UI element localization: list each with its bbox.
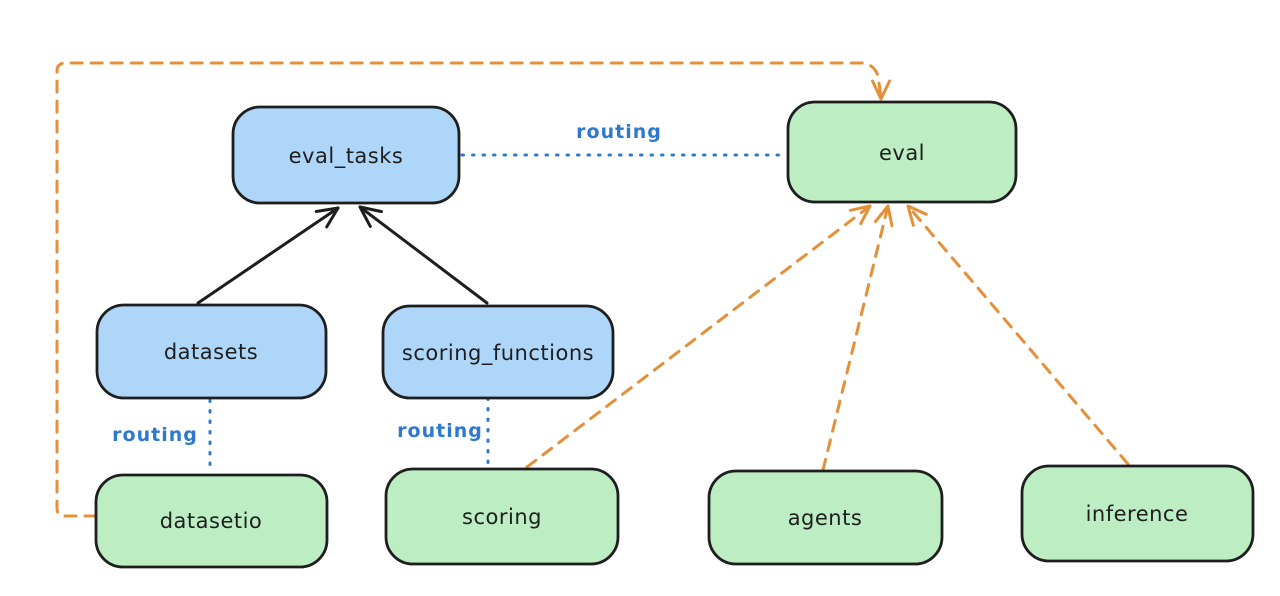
node-eval: eval: [786, 100, 1018, 204]
node-inference-shape: [1020, 464, 1255, 563]
node-datasets-label: datasets: [164, 340, 258, 364]
node-scoring-functions-label: scoring_functions: [402, 341, 594, 366]
edge-datasets-to-eval-tasks: [196, 206, 340, 305]
node-eval-shape: [786, 100, 1018, 204]
node-datasetio-shape: [94, 473, 329, 569]
node-datasetio: datasetio: [94, 473, 329, 569]
edge-scoring-to-eval: [525, 204, 872, 469]
node-eval-tasks-label: eval_tasks: [289, 144, 404, 169]
arrowhead-inference-to-eval: [906, 204, 928, 227]
node-agents-label: agents: [788, 506, 863, 530]
node-datasetio-label: datasetio: [160, 509, 263, 533]
node-inference: inference: [1020, 464, 1255, 563]
edge-scoring-functions-to-eval-tasks: [358, 205, 489, 305]
node-eval-label: eval: [879, 141, 925, 165]
node-datasets-shape: [95, 303, 328, 400]
arrowhead-datasetio-to-eval: [871, 79, 891, 101]
edge-inference-to-eval: [906, 204, 1130, 466]
node-eval-tasks-shape: [231, 105, 461, 205]
node-scoring-functions-shape: [381, 304, 615, 400]
node-scoring-shape: [384, 467, 620, 566]
arrowhead-scoring-functions-to-eval-tasks: [358, 205, 383, 228]
node-agents: agents: [707, 469, 944, 566]
arrowhead-scoring-to-eval: [849, 204, 872, 226]
arrowhead-datasets-to-eval-tasks: [314, 206, 340, 229]
node-agents-shape: [707, 469, 944, 566]
edge-datasetio-to-eval: [55, 61, 883, 518]
routing-label-datasets-datasetio: routing: [112, 424, 198, 446]
node-scoring: scoring: [384, 467, 620, 566]
node-eval-tasks: eval_tasks: [231, 105, 461, 205]
routing-label-scoring-functions-scoring: routing: [397, 420, 483, 442]
node-datasets: datasets: [95, 303, 328, 400]
edge-agents-to-eval: [821, 204, 890, 472]
node-inference-label: inference: [1086, 502, 1189, 526]
routing-label-top: routing: [576, 121, 662, 143]
node-scoring-functions: scoring_functions: [381, 304, 615, 400]
node-scoring-label: scoring: [462, 505, 542, 529]
arrowhead-agents-to-eval: [874, 204, 894, 228]
